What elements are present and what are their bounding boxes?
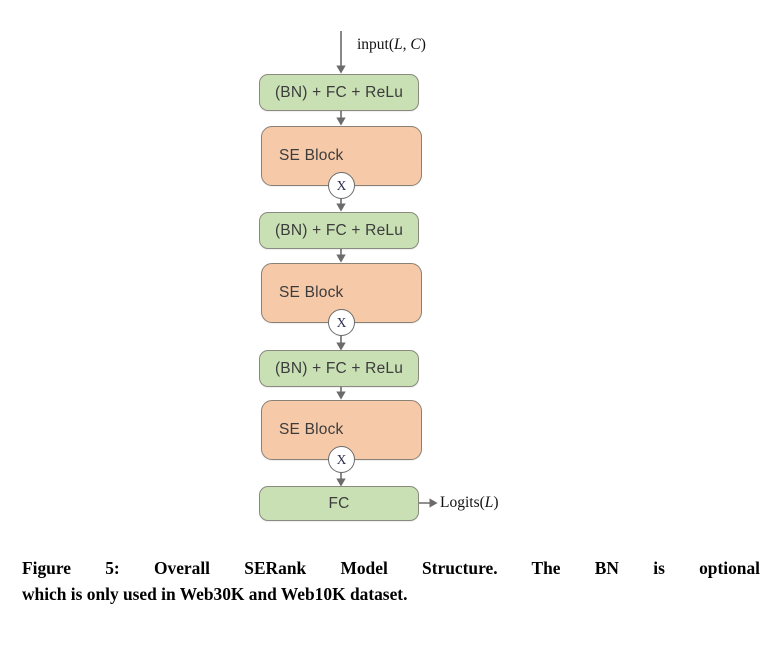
block-label: SE Block	[279, 284, 344, 301]
caption-line-2: which is only used in Web30K and Web10K …	[22, 583, 408, 604]
block-fc-final[interactable]: FC	[259, 486, 419, 521]
multiply-node-3[interactable]: X	[328, 446, 355, 473]
caption-line-1: Figure 5: Overall SERank Model Structure…	[22, 558, 760, 578]
figure-diagram: input(L, C) (BN) + FC + ReLu SE Block X …	[259, 31, 499, 521]
multiply-node-1[interactable]: X	[328, 172, 355, 199]
output-label: Logits(L)	[440, 494, 499, 511]
block-label: SE Block	[279, 147, 344, 164]
block-se-block-3[interactable]: SE Block	[261, 400, 422, 460]
block-label: (BN) + FC + ReLu	[274, 83, 404, 101]
block-bn-fc-relu-2[interactable]: (BN) + FC + ReLu	[259, 212, 419, 249]
block-label: (BN) + FC + ReLu	[274, 359, 404, 377]
multiply-symbol: X	[336, 177, 347, 193]
block-label: SE Block	[279, 421, 344, 438]
multiply-node-2[interactable]: X	[328, 309, 355, 336]
block-label: (BN) + FC + ReLu	[274, 221, 404, 239]
block-label: FC	[328, 494, 350, 512]
block-bn-fc-relu-1[interactable]: (BN) + FC + ReLu	[259, 74, 419, 111]
figure-caption: Figure 5: Overall SERank Model Structure…	[22, 556, 760, 607]
input-label: input(L, C)	[357, 36, 426, 53]
multiply-symbol: X	[336, 314, 347, 330]
block-bn-fc-relu-3[interactable]: (BN) + FC + ReLu	[259, 350, 419, 387]
multiply-symbol: X	[336, 451, 347, 467]
